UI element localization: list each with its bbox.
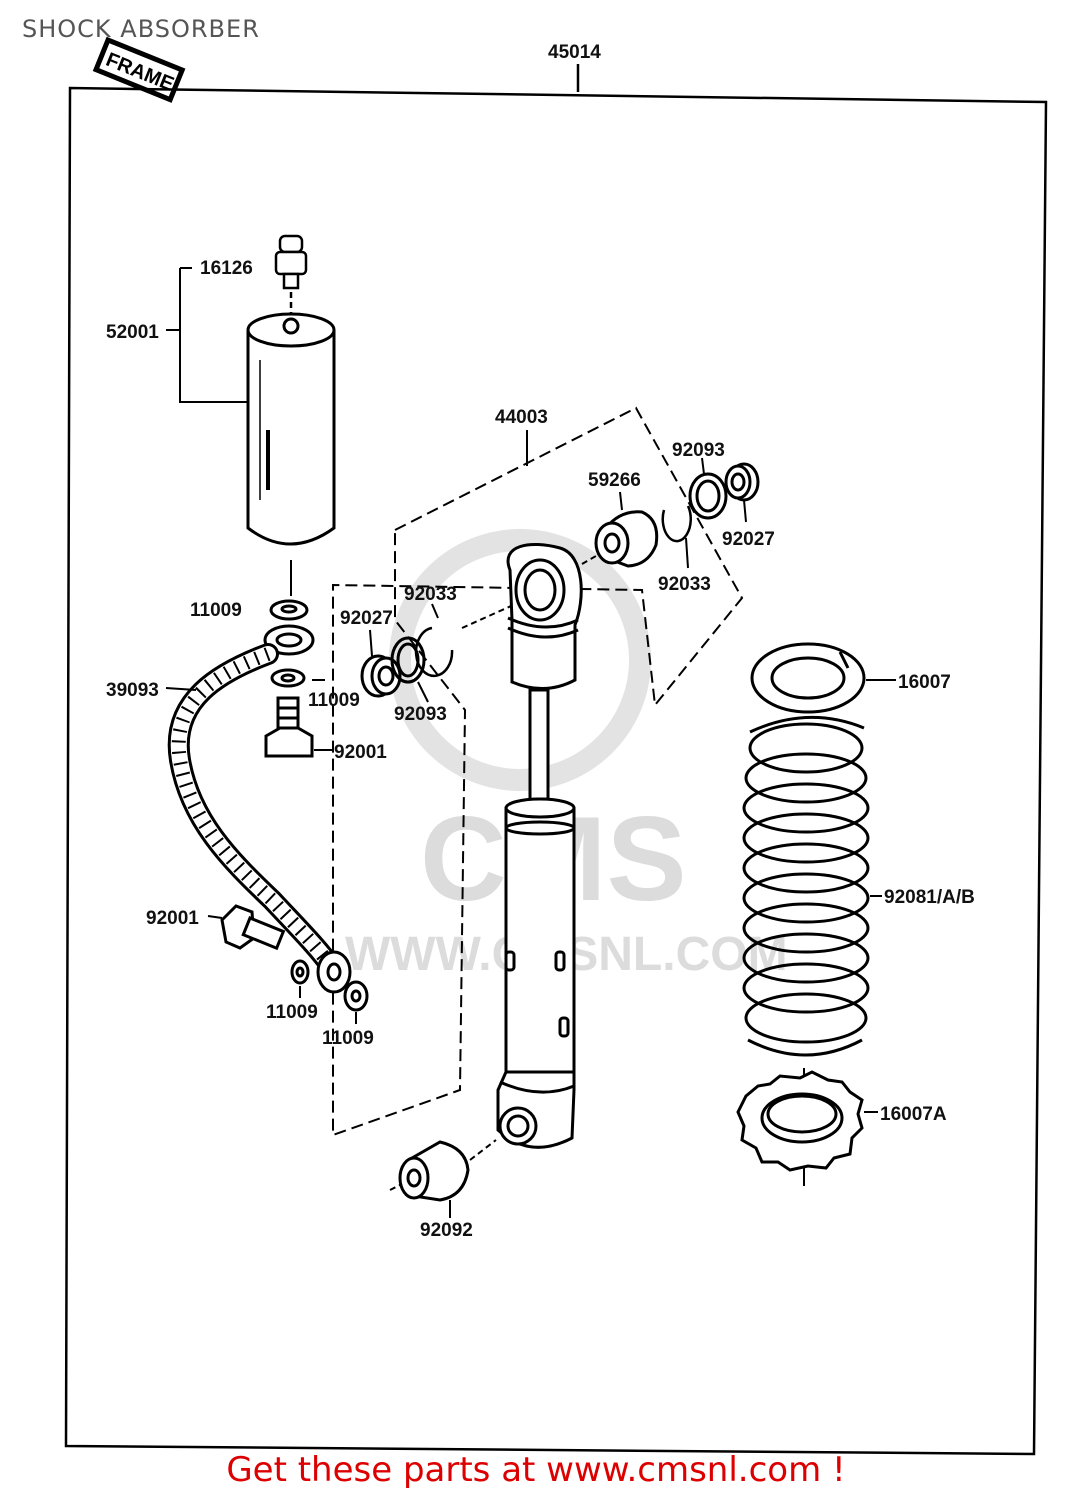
bushing-top-label: 59266	[588, 470, 641, 491]
bushing-top-icon	[594, 510, 659, 568]
adjuster-label: 16007A	[880, 1104, 947, 1125]
bolt-bottom-icon	[220, 904, 286, 951]
assembly-label: 45014	[548, 42, 601, 63]
assembly-bracket	[64, 86, 1048, 1456]
spring-seat-icon	[750, 642, 866, 714]
spring-label: 92081/A/B	[884, 887, 975, 908]
bolt-top-icon	[264, 696, 314, 758]
ring-right-icon	[688, 472, 728, 520]
washer-top-icon	[269, 599, 309, 621]
washer-br-label: 11009	[322, 1028, 374, 1049]
washer-br-icon	[343, 980, 369, 1012]
frame-stamp: FRAME	[92, 36, 186, 103]
washer-bl-label: 11009	[266, 1002, 318, 1023]
banjo-bottom-icon	[316, 950, 352, 994]
spring-seat-label: 16007	[898, 672, 951, 693]
circlip-left-label: 92033	[404, 584, 457, 605]
page-title: SHOCK ABSORBER	[22, 15, 260, 43]
adjuster-nut-icon	[736, 1070, 864, 1172]
seal-right-icon	[724, 462, 760, 502]
assembly-frame	[64, 64, 1048, 1456]
seal-right-label: 92027	[722, 529, 775, 550]
reservoir-label: 52001	[106, 322, 159, 343]
watermark-seal	[389, 529, 651, 791]
shock-body-icon	[496, 543, 583, 1149]
washer-top-label: 11009	[190, 600, 242, 621]
reservoir-icon	[246, 312, 336, 546]
coil-spring-icon	[742, 716, 870, 1057]
unit-label: 44003	[495, 407, 548, 428]
valve-icon	[274, 234, 308, 318]
hose-label: 39093	[106, 680, 159, 701]
circlip-right-label: 92033	[658, 574, 711, 595]
bushing-bottom-label: 92092	[420, 1220, 473, 1241]
valve-label: 16126	[200, 258, 253, 279]
footer-link[interactable]: Get these parts at www.cmsnl.com !	[226, 1450, 846, 1490]
ring-left-label: 92093	[394, 704, 447, 725]
seal-left-label: 92027	[340, 608, 393, 629]
bushing-bottom-icon	[398, 1140, 470, 1202]
unit-outline	[332, 406, 744, 1137]
banjo-fitting-icon	[263, 624, 315, 656]
seal-left-icon	[360, 654, 402, 698]
circlip-left-icon	[414, 626, 454, 678]
washer-bl-icon	[290, 959, 310, 985]
ring-right-label: 92093	[672, 440, 725, 461]
bolt-top-label: 92001	[334, 742, 387, 763]
bolt-bottom-label: 92001	[146, 908, 199, 929]
washer-mid-label: 11009	[308, 690, 360, 711]
hose-icon	[167, 643, 343, 979]
circlip-right-icon	[661, 505, 692, 543]
washer-mid-icon	[270, 668, 306, 688]
